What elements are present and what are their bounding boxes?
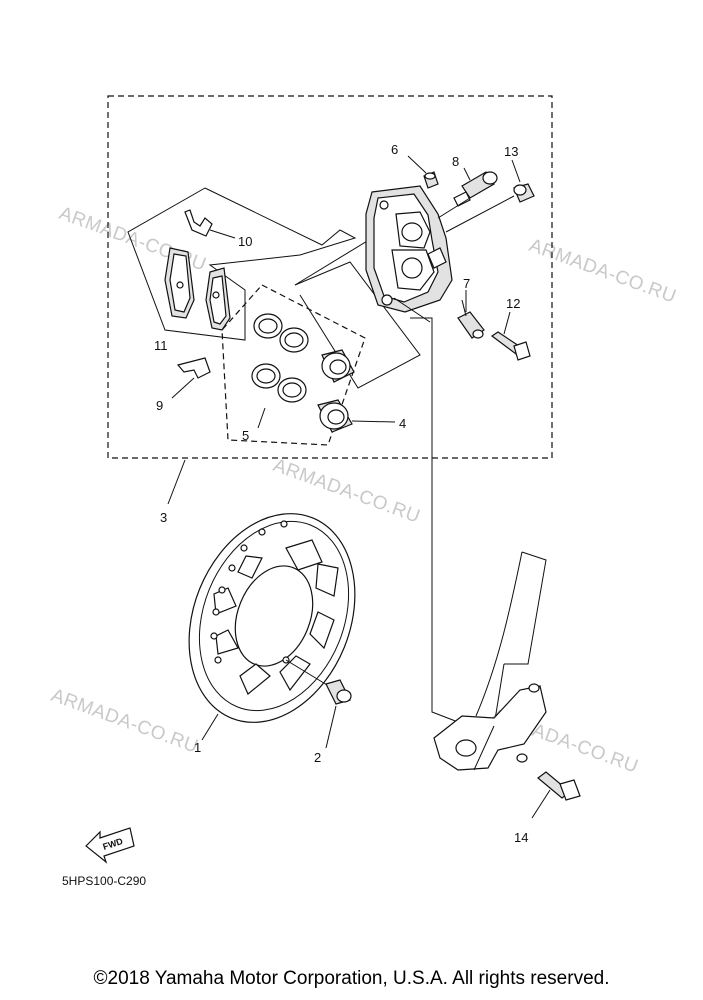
brake-pads-11: [164, 247, 231, 331]
fork-leg: [433, 551, 547, 771]
forward-arrow-icon: FWD: [85, 827, 135, 864]
bleed-cap-6: [407, 155, 439, 189]
copyright-notice: ©2018 Yamaha Motor Corporation, U.S.A. A…: [93, 968, 610, 989]
callout-5: 5: [242, 428, 249, 443]
caliper-assembly-box: [107, 95, 553, 459]
pad-kit-outline: [127, 187, 357, 341]
watermark-2: ARMADA-CO.RU: [526, 235, 679, 308]
pad-clip-10: [184, 209, 236, 239]
brake-disc-1: [188, 513, 356, 741]
watermark-4: ARMADA-CO.RU: [48, 685, 201, 758]
callout-3: 3: [160, 510, 167, 525]
caliper-body: [365, 185, 453, 313]
bolt-7: [457, 290, 485, 339]
bolt-12: [490, 311, 531, 361]
pad-spring-9: [171, 357, 211, 399]
leader-3: [167, 459, 186, 505]
callout-13: 13: [504, 144, 518, 159]
callout-9: 9: [156, 398, 163, 413]
disc-bolt-2: [325, 679, 352, 749]
callout-2: 2: [314, 750, 321, 765]
bleed-screw-8: [437, 167, 498, 219]
callout-7: 7: [463, 276, 470, 291]
callout-6: 6: [391, 142, 398, 157]
callout-12: 12: [506, 296, 520, 311]
piston-seals-5: [251, 313, 309, 429]
diagram-code: 5HPS100-C290: [62, 874, 146, 888]
callout-1: 1: [194, 740, 201, 755]
callout-numbers: 1 2 3 4 5 6 7 8 9 10 11 12 13 14: [154, 142, 528, 845]
caliper-mount-leader: [410, 317, 459, 723]
callout-8: 8: [452, 154, 459, 169]
mount-bolt-14: [531, 771, 581, 819]
callout-4: 4: [399, 416, 406, 431]
callout-14: 14: [514, 830, 528, 845]
callout-10: 10: [238, 234, 252, 249]
pistons-4: [317, 349, 396, 433]
cap-13: [445, 159, 535, 233]
callout-11: 11: [154, 338, 168, 353]
watermarks: ARMADA-CO.RU ARMADA-CO.RU ARMADA-CO.RU A…: [48, 203, 679, 778]
